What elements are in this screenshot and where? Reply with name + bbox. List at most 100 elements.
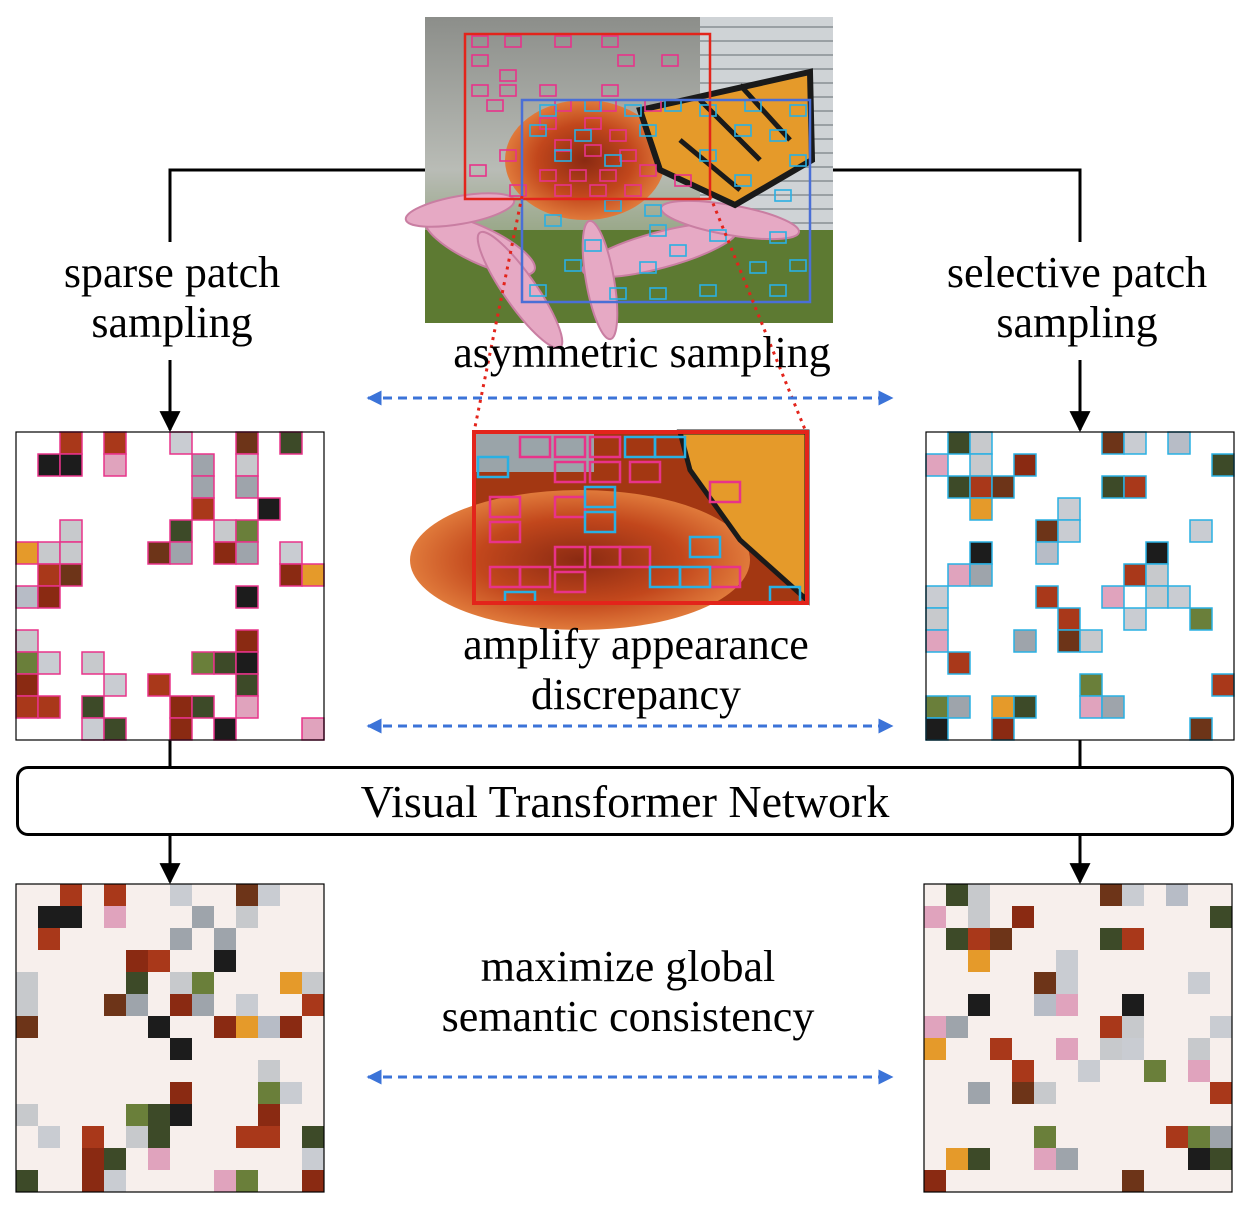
patch-cell xyxy=(1122,1038,1144,1060)
patch-cell xyxy=(15,629,39,653)
selective-crop-box xyxy=(520,98,812,304)
patch-cell xyxy=(1166,1126,1188,1148)
patch-cell xyxy=(969,541,993,565)
patch-cell xyxy=(37,453,61,477)
patch-cell xyxy=(991,475,1015,499)
patch-cell xyxy=(990,928,1012,950)
patch-cell xyxy=(968,884,990,906)
patch-cell xyxy=(968,906,990,928)
patch-cell xyxy=(1056,1148,1078,1170)
patch-cell xyxy=(192,972,214,994)
patch-cell xyxy=(236,1016,258,1038)
patch-cell xyxy=(15,651,39,675)
selective-output-grid xyxy=(923,883,1233,1193)
patch-cell xyxy=(258,1060,280,1082)
patch-cell xyxy=(16,1104,38,1126)
sparse-crop-box xyxy=(463,32,712,201)
patch-cell xyxy=(192,906,214,928)
patch-cell xyxy=(991,717,1015,741)
selective-sampling-line-2: sampling xyxy=(996,298,1158,347)
patch-cell xyxy=(925,717,949,741)
patch-cell xyxy=(1101,431,1125,455)
asymmetric-sampling-label: asymmetric sampling xyxy=(453,328,831,377)
patch-cell xyxy=(969,431,993,455)
patch-cell xyxy=(170,928,192,950)
patch-cell xyxy=(1123,607,1147,631)
patch-cell xyxy=(1166,884,1188,906)
patch-cell xyxy=(1078,1060,1100,1082)
zoomed-crop xyxy=(410,429,810,630)
patch-cell xyxy=(37,695,61,719)
patch-cell xyxy=(148,1148,170,1170)
patch-cell xyxy=(169,541,193,565)
patch-cell xyxy=(126,972,148,994)
patch-cell xyxy=(82,1126,104,1148)
patch-cell xyxy=(235,431,259,455)
patch-cell xyxy=(302,972,324,994)
amplify-line-2: discrepancy xyxy=(530,670,742,719)
patch-cell xyxy=(1012,1082,1034,1104)
patch-cell xyxy=(1012,906,1034,928)
patch-cell xyxy=(1101,585,1125,609)
patch-cell xyxy=(1189,717,1213,741)
patch-cell xyxy=(37,585,61,609)
network-label: Visual Transformer Network xyxy=(360,775,890,827)
source-photo xyxy=(404,17,833,350)
patch-cell xyxy=(15,695,39,719)
patch-cell xyxy=(302,1148,324,1170)
patch-cell xyxy=(969,497,993,521)
patch-cell xyxy=(1056,994,1078,1016)
patch-cell xyxy=(170,994,192,1016)
patch-cell xyxy=(1123,475,1147,499)
patch-cell xyxy=(968,928,990,950)
sparse-sampling-label: sparse patch sampling xyxy=(64,248,280,348)
patch-cell xyxy=(1144,1060,1166,1082)
patch-cell xyxy=(1057,519,1081,543)
patch-cell xyxy=(60,884,82,906)
patch-cell xyxy=(1101,475,1125,499)
sparse-sampling-line-2: sampling xyxy=(91,298,253,347)
patch-cell xyxy=(1034,1148,1056,1170)
patch-cell xyxy=(258,1016,280,1038)
patch-cell xyxy=(235,629,259,653)
patch-cell xyxy=(1145,563,1169,587)
patch-cell xyxy=(1167,431,1191,455)
patch-cell xyxy=(1012,1060,1034,1082)
patch-cell xyxy=(1079,629,1103,653)
patch-cell xyxy=(37,651,61,675)
patch-cell xyxy=(1056,972,1078,994)
patch-cell xyxy=(1188,1060,1210,1082)
patch-cell xyxy=(59,453,83,477)
patch-cell xyxy=(1035,541,1059,565)
patch-cell xyxy=(170,972,192,994)
patch-cell xyxy=(15,673,39,697)
butterfly-shape xyxy=(636,68,816,209)
patch-cell xyxy=(1034,994,1056,1016)
patch-cell xyxy=(103,717,127,741)
maximize-consistency-label: maximize global semantic consistency xyxy=(442,942,815,1042)
patch-cell xyxy=(59,563,83,587)
patch-cell xyxy=(170,1082,192,1104)
patch-cell xyxy=(236,994,258,1016)
patch-cell xyxy=(1056,950,1078,972)
patch-cell xyxy=(1145,541,1169,565)
patch-cell xyxy=(82,1148,104,1170)
patch-cell xyxy=(104,994,126,1016)
patch-cell xyxy=(126,950,148,972)
sparse-sampled-grid xyxy=(15,431,325,741)
patch-cell xyxy=(1100,1016,1122,1038)
patch-cell xyxy=(236,884,258,906)
visual-transformer-network-box: Visual Transformer Network xyxy=(16,766,1234,836)
patch-cell xyxy=(301,563,325,587)
patch-cell xyxy=(169,431,193,455)
patch-cell xyxy=(235,673,259,697)
patch-cell xyxy=(37,541,61,565)
patch-cell xyxy=(1034,972,1056,994)
patch-cell xyxy=(170,884,192,906)
patch-cell xyxy=(16,972,38,994)
patch-cell xyxy=(103,453,127,477)
patch-cell xyxy=(169,695,193,719)
patch-cell xyxy=(946,1016,968,1038)
patch-cell xyxy=(235,585,259,609)
